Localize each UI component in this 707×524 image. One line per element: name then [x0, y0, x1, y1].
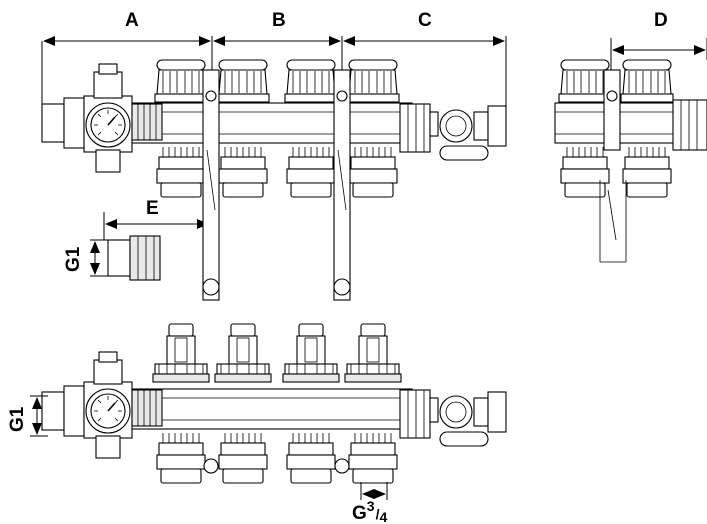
dimension-line-g34 [360, 482, 388, 500]
mounting-brackets [202, 69, 351, 301]
g34-label: G3/4 [352, 498, 387, 524]
supply-manifold [41, 59, 507, 198]
dimension-c-label: C [418, 10, 432, 31]
dimension-lines-top [41, 36, 507, 125]
g1-top-label: G1 [63, 246, 84, 272]
dimension-d-label: D [654, 10, 668, 31]
extension-module-detail [554, 59, 707, 263]
dimension-a-label: A [125, 10, 139, 31]
dimension-e-label: E [146, 198, 159, 219]
g1-bottom-label: G1 [7, 406, 28, 432]
dimension-line-e [103, 212, 209, 240]
dimension-b-label: B [272, 10, 286, 31]
dimension-line-g1-bottom [30, 395, 48, 437]
return-manifold [41, 323, 507, 484]
side-fitting [90, 235, 161, 281]
